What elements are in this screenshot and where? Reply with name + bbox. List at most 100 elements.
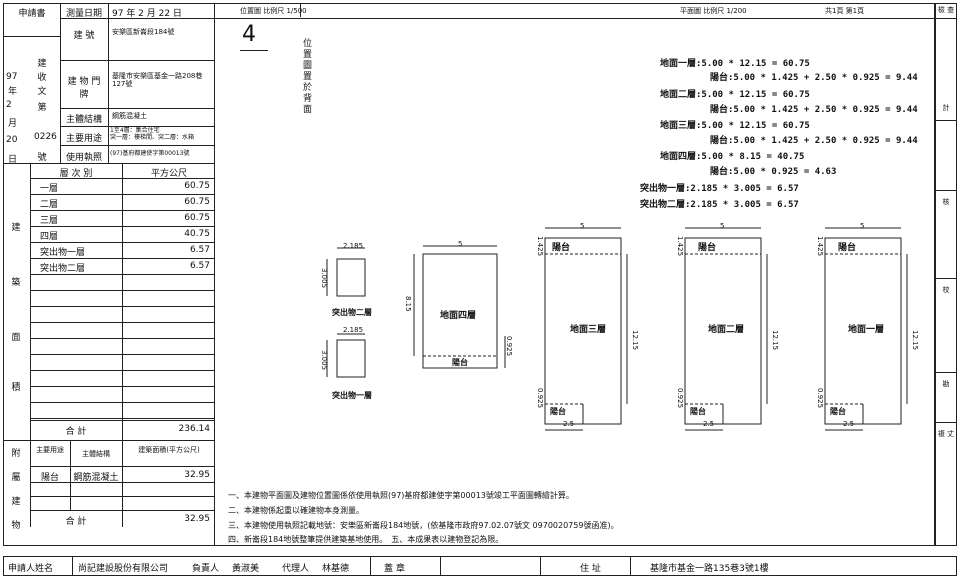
area-row-value: 6.57 — [189, 261, 210, 271]
f1-balcony-top-label: 陽台 — [838, 243, 857, 253]
area-row-divider — [30, 242, 215, 243]
plan-p1-outline — [336, 339, 366, 378]
area-row-divider — [30, 306, 215, 307]
drawing-frame — [215, 3, 935, 546]
p2-dim-h: 3.005 — [320, 268, 328, 289]
footer-addr-label: 住 址 — [580, 564, 601, 574]
footer-applicant-label: 申請人姓名 — [8, 564, 54, 574]
receipt-number: 0226 — [34, 132, 57, 142]
formula-line: 地面一層:5.00 * 12.15 = 60.75 — [660, 59, 810, 69]
receipt-hao: 號 — [37, 153, 47, 163]
right-strip-mid2: 核 — [942, 198, 950, 206]
annex-use: 陽台 — [40, 473, 59, 483]
location-text: 位置圖置於背面 — [301, 38, 311, 115]
receipt-di: 第 — [37, 103, 47, 113]
area-row-divider — [30, 386, 215, 387]
areas-side-2: 面 — [11, 333, 21, 343]
area-row-divider — [30, 418, 215, 419]
building-char-2: 收 — [37, 73, 47, 83]
annex-value: 32.95 — [184, 470, 210, 480]
footer-rep-label: 負責人 — [192, 564, 220, 574]
location-number: 4 — [242, 22, 256, 47]
area-total-value: 236.14 — [178, 424, 211, 434]
formula-line: 陽台:5.00 * 1.425 + 2.50 * 0.925 = 9.44 — [710, 136, 918, 146]
area-row-divider — [30, 402, 215, 403]
f2-dim-bt: 1.425 — [676, 236, 684, 257]
right-strip-mid1: 計 — [942, 104, 950, 112]
formula-line: 陽台:5.00 * 1.425 + 2.50 * 0.925 = 9.44 — [710, 105, 918, 115]
plan-f4-outline — [422, 253, 498, 369]
area-row-divider — [30, 194, 215, 195]
area-row-name: 突出物二層 — [40, 264, 86, 274]
f4-dim-b: 0.925 — [505, 336, 513, 357]
area-row-value: 60.75 — [184, 197, 210, 207]
row-label-3: 主要用途 — [65, 134, 102, 144]
annex-header-c3: 建築面積(平方公尺) — [138, 446, 200, 454]
formula-line: 陽台:5.00 * 0.925 = 4.63 — [710, 167, 837, 177]
annex-header-c2: 主體結構 — [82, 450, 110, 458]
receipt-year: 年 — [8, 87, 18, 97]
f4-balcony: 陽台 — [452, 358, 468, 367]
building-char-3: 文 — [37, 87, 47, 97]
receipt-year-num: 97 — [6, 72, 18, 82]
footer-seal: 蓋 章 — [384, 564, 405, 574]
area-row-value: 6.57 — [189, 245, 210, 255]
area-row-name: 四層 — [40, 232, 59, 242]
note-2: 二、本建物係起重以確建物本身測量。 — [228, 506, 364, 515]
row-label-0: 建 號 — [73, 31, 95, 41]
note-1: 一、本建物平面圖及建物位置圖係依使用執照(97)基府都建使字第00013號竣工平… — [228, 491, 574, 500]
footer-agent-label: 代理人 — [282, 564, 310, 574]
area-row-value: 40.75 — [184, 229, 210, 239]
row-label-2: 主體結構 — [65, 115, 102, 125]
right-strip-top: 檢 查 — [937, 6, 955, 14]
row-value-3: 1至4層：集合住宅 突一層：樓梯間、突二層：水箱 — [110, 127, 195, 141]
header-applicant: 申請書 — [18, 9, 46, 19]
p1-dim-h: 3.005 — [320, 350, 328, 371]
area-row-divider — [30, 370, 215, 371]
formula-line: 地面二層:5.00 * 12.15 = 60.75 — [660, 90, 810, 100]
f2-dim-h: 12.15 — [771, 330, 779, 351]
formula-line: 陽台:5.00 * 1.425 + 2.50 * 0.925 = 9.44 — [710, 73, 918, 83]
plan-p2-outline — [336, 258, 366, 297]
areas-side-3: 積 — [11, 383, 21, 393]
row-value-1: 基隆市安樂區基金一路208巷127號 — [112, 72, 203, 88]
area-row-name: 突出物一層 — [40, 248, 86, 258]
areas-side-1: 築 — [11, 278, 21, 288]
p2-label: 突出物二層 — [332, 308, 372, 317]
receipt-month-num: 2 — [6, 100, 12, 110]
f2-dim-w: 5 — [720, 222, 725, 230]
f4-label: 地面四層 — [440, 311, 477, 321]
area-row-divider — [30, 210, 215, 211]
f2-label: 地面二層 — [708, 325, 745, 335]
area-row-name: 三層 — [40, 216, 59, 226]
floor-plans — [326, 227, 908, 431]
right-strip-bottom: 複 丈 — [937, 430, 955, 438]
scale-right: 平面圖 比例尺 1/200 — [680, 7, 747, 15]
area-row-name: 一層 — [40, 184, 59, 194]
area-row-divider — [30, 226, 215, 227]
annex-side-2: 建 — [11, 497, 21, 507]
receipt-month: 月 — [8, 119, 18, 129]
areas-header-2: 平方公尺 — [150, 169, 187, 179]
area-row-name: 二層 — [40, 200, 59, 210]
f3-dim-w: 5 — [580, 222, 585, 230]
area-row-divider — [30, 338, 215, 339]
area-row-divider — [30, 258, 215, 259]
f1-label: 地面一層 — [848, 325, 885, 335]
building-char-1: 建 — [37, 59, 47, 69]
f4-dim-h: 8.15 — [404, 296, 412, 312]
annex-header-c1: 主要用途 — [36, 446, 64, 454]
sheet-number: 共1頁 第1頁 — [825, 7, 865, 15]
right-strip-mid3: 校 — [942, 286, 950, 294]
f2-dim-bb: 0.925 — [676, 388, 684, 409]
f1-balcony-bottom-label: 陽台 — [830, 407, 846, 416]
annex-structure: 鋼筋混凝土 — [73, 473, 119, 483]
formula-line: 突出物二層:2.185 * 3.005 = 6.57 — [640, 200, 799, 210]
formula-line: 地面四層:5.00 * 8.15 = 40.75 — [660, 152, 805, 162]
area-row-divider — [30, 322, 215, 323]
receipt-day: 日 — [8, 155, 18, 165]
annex-total-label: 合 計 — [65, 517, 87, 527]
note-4: 四、新崙段184地號整筆提供建築基地使用。 五、本成果表以建物登記為限。 — [228, 535, 504, 544]
f3-dim-bb: 0.925 — [536, 388, 544, 409]
f3-dim-h: 12.15 — [631, 330, 639, 351]
